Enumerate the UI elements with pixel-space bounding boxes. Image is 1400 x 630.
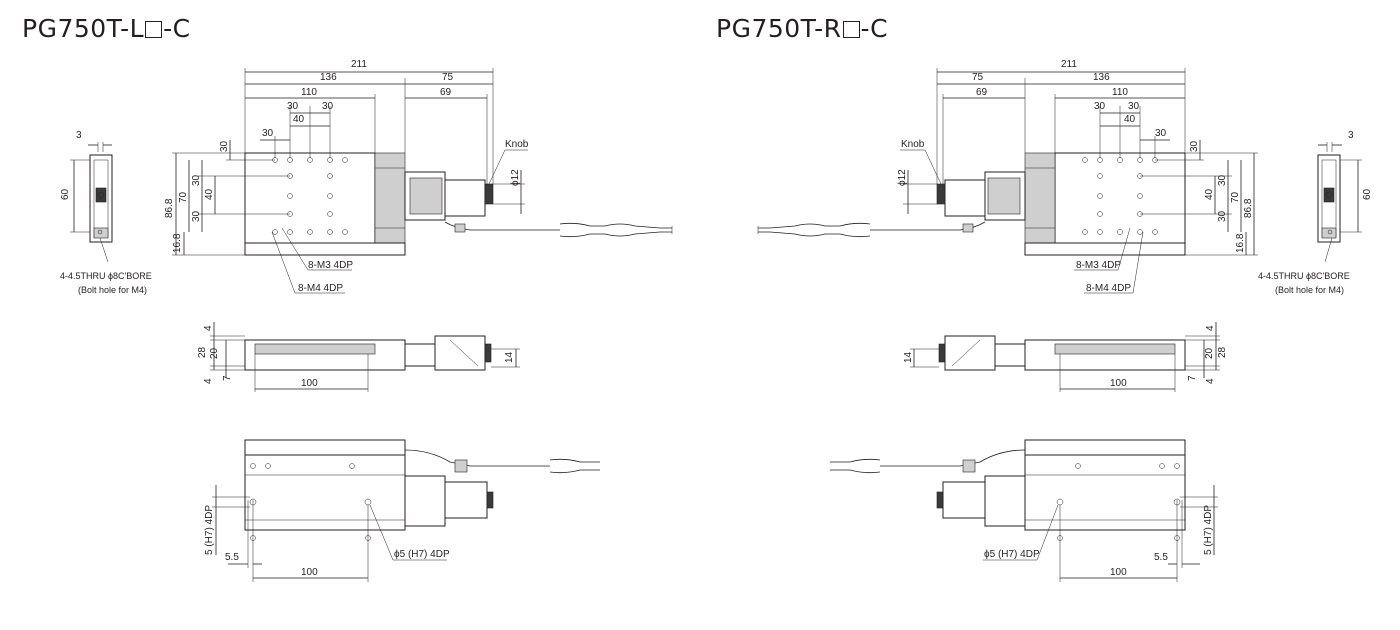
dim-front-7-left: 7 xyxy=(222,375,233,381)
right-top-view: 211 75 136 69 110 30 30 40 30 86.8 70 30… xyxy=(757,59,1258,294)
dim-side-30c-right: 30 xyxy=(1189,140,1200,152)
dim-top-30b-left: 30 xyxy=(322,101,334,112)
dim-side-30c-left: 30 xyxy=(219,140,230,152)
dim-bottom-100-left: 100 xyxy=(301,567,318,578)
dim-front-20-right: 20 xyxy=(1204,347,1215,359)
dim-top-30a-left: 30 xyxy=(287,101,299,112)
dim-bottom-5-5-right: 5.5 xyxy=(1154,552,1168,563)
dim-top-75-left: 75 xyxy=(442,72,454,83)
dim-side-30a-left: 30 xyxy=(191,174,202,186)
label-m3-left: 8-M3 4DP xyxy=(308,260,353,271)
title-left: PG750T-L -C xyxy=(22,14,191,43)
label-knob-left: Knob xyxy=(505,139,529,150)
label-m4-left: 8-M4 4DP xyxy=(298,283,343,294)
title-right-prefix: PG750T-R xyxy=(716,14,842,43)
dim-front-7-right: 7 xyxy=(1187,375,1198,381)
dim-front-14-left: 14 xyxy=(504,351,515,363)
title-right-suffix: -C xyxy=(860,14,889,43)
dim-end-3-right: 3 xyxy=(1348,130,1354,141)
right-front-view: 4 28 20 7 4 14 100 xyxy=(903,322,1228,392)
right-end-view: 3 60 4-4.5THRU ϕ8C'BORE (Bolt hole for M… xyxy=(1258,130,1373,295)
label-m4-right: 8-M4 4DP xyxy=(1086,283,1131,294)
label-pin-hole-left: ϕ5 (H7) 4DP xyxy=(394,549,450,560)
dim-end-3-left: 3 xyxy=(76,130,82,141)
left-front-view: 4 28 20 7 4 14 100 xyxy=(197,322,520,392)
dim-top-69-right: 69 xyxy=(976,87,988,98)
dim-top-30b-right: 30 xyxy=(1128,101,1140,112)
label-bolt-note-right: (Bolt hole for M4) xyxy=(1275,285,1344,295)
dim-front-4b-left: 4 xyxy=(203,378,214,384)
dim-bottom-100-right: 100 xyxy=(1110,567,1127,578)
label-bolt-thru-right: 4-4.5THRU ϕ8C'BORE xyxy=(1258,271,1350,281)
dim-end-60-left: 60 xyxy=(60,188,71,200)
dim-side-70-left: 70 xyxy=(178,191,189,203)
dim-front-4a-left: 4 xyxy=(203,325,214,331)
label-bolt-note-left: (Bolt hole for M4) xyxy=(78,285,147,295)
dim-top-69-left: 69 xyxy=(440,87,452,98)
dim-top-75-right: 75 xyxy=(972,72,984,83)
left-bottom-view: 5 (H7) 4DP 5.5 100 ϕ5 (H7) 4DP xyxy=(204,439,600,582)
dim-top-40-right: 40 xyxy=(1124,114,1136,125)
dim-front-4b-right: 4 xyxy=(1205,378,1216,384)
dim-front-28-right: 28 xyxy=(1217,346,1228,358)
label-pin-hole-right: ϕ5 (H7) 4DP xyxy=(984,549,1040,560)
dim-front-20-left: 20 xyxy=(209,347,220,359)
dim-side-40-left: 40 xyxy=(204,188,215,200)
dim-front-100-left: 100 xyxy=(301,378,318,389)
dim-side-70-right: 70 xyxy=(1230,191,1241,203)
title-left-prefix: PG750T-L xyxy=(22,14,145,43)
title-left-suffix: -C xyxy=(163,14,191,43)
dim-side-30b-left: 30 xyxy=(191,210,202,222)
dim-side-16-8-right: 16.8 xyxy=(1235,233,1246,253)
dim-side-30b-right: 30 xyxy=(1217,210,1228,222)
dim-front-4a-right: 4 xyxy=(1205,325,1216,331)
dim-bottom-pin-side-right: 5 (H7) 4DP xyxy=(1203,505,1214,555)
dim-knob-phi12-left: ϕ12 xyxy=(510,169,521,186)
dim-side-86-8-right: 86.8 xyxy=(1243,198,1254,218)
title-left-box-symbol xyxy=(145,21,163,38)
dim-bottom-pin-side-left: 5 (H7) 4DP xyxy=(204,505,215,555)
dim-top-136-left: 136 xyxy=(320,72,337,83)
title-right: PG750T-R -C xyxy=(716,14,888,43)
dim-top-30a-right: 30 xyxy=(1094,101,1106,112)
dim-top-211-left: 211 xyxy=(351,59,367,70)
right-model: 211 75 136 69 110 30 30 40 30 86.8 70 30… xyxy=(757,59,1373,582)
dim-top-211-right: 211 xyxy=(1061,59,1077,70)
dim-front-100-right: 100 xyxy=(1110,378,1127,389)
label-knob-right: Knob xyxy=(901,139,925,150)
dim-knob-phi12-right: ϕ12 xyxy=(897,169,908,186)
left-end-view: 3 60 4-4.5THRU ϕ8C'BORE (Bolt hole for M… xyxy=(60,130,152,295)
dim-top-110-left: 110 xyxy=(301,87,317,98)
dim-top-30c-right: 30 xyxy=(1155,128,1167,139)
right-top-holes xyxy=(1082,157,1158,235)
dim-front-14-right: 14 xyxy=(903,351,914,363)
label-m3-right: 8-M3 4DP xyxy=(1076,260,1121,271)
dim-side-30a-right: 30 xyxy=(1217,174,1228,186)
dim-top-110-right: 110 xyxy=(1112,87,1128,98)
dim-top-30c-left: 30 xyxy=(262,128,274,139)
dim-side-86-8-left: 86.8 xyxy=(164,198,175,218)
dim-bottom-5-5-left: 5.5 xyxy=(225,552,239,563)
title-right-box-symbol xyxy=(842,21,860,38)
dim-top-40-left: 40 xyxy=(293,114,305,125)
right-bottom-view: 5 (H7) 4DP 5.5 100 ϕ5 (H7) 4DP xyxy=(830,439,1218,582)
left-model: 3 60 4-4.5THRU ϕ8C'BORE (Bolt hole for M… xyxy=(60,59,673,582)
dim-top-136-right: 136 xyxy=(1093,72,1110,83)
label-bolt-thru-left: 4-4.5THRU ϕ8C'BORE xyxy=(60,271,152,281)
dim-end-60-right: 60 xyxy=(1362,188,1373,200)
dim-side-16-8-left: 16.8 xyxy=(172,233,183,253)
dim-front-28-left: 28 xyxy=(197,346,208,358)
dim-side-40-right: 40 xyxy=(1204,188,1215,200)
left-top-view: 211 136 75 110 69 30 30 40 30 86.8 70 30… xyxy=(164,59,673,294)
